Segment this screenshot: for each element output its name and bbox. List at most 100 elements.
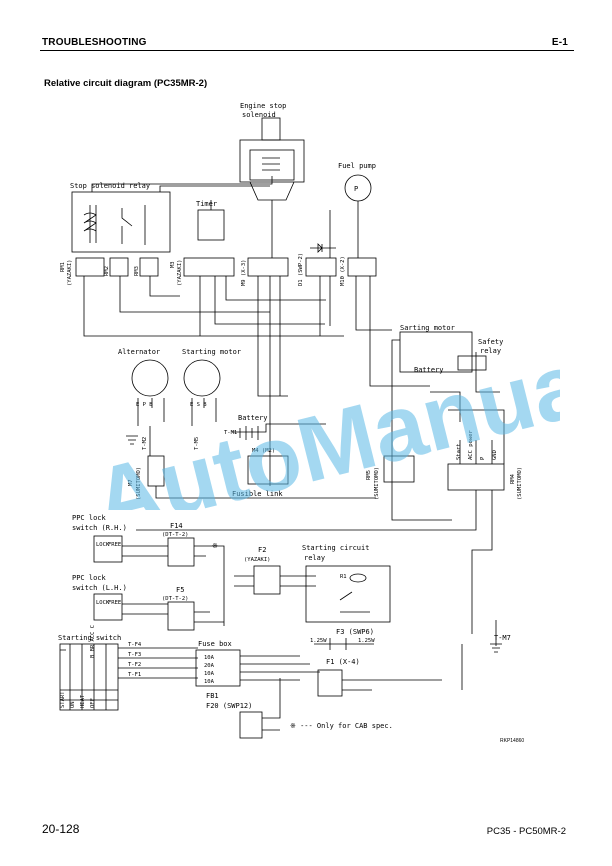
page-code: E-1 [551, 37, 568, 48]
label-stop-relay: Stop solenoid relay [70, 182, 150, 190]
d1-connector [305, 257, 337, 277]
ppc-lock-switch-rh [93, 535, 123, 563]
label-note: ※ --- Only for CAB spec. [290, 722, 393, 730]
label-relay: relay [480, 347, 501, 355]
label-tm1: T-M1 [224, 430, 237, 436]
label-start: Start [456, 443, 462, 460]
label-f1: F1 (X-4) [326, 658, 360, 666]
label-ppc-rh-2: switch (R.H.) [72, 524, 127, 532]
label-m7: M7 [128, 479, 134, 486]
section-title: TROUBLESHOOTING [42, 37, 147, 48]
label-f2: F2 [258, 546, 266, 554]
model-names: PC35 - PC50MR-2 [486, 826, 566, 837]
fusible-link-box [247, 455, 289, 485]
label-starting-motor: Starting motor [182, 348, 241, 356]
alternator-symbol [131, 359, 169, 397]
label-ppc-lh-1: PPC lock [72, 574, 107, 582]
label-lock-lh: LOCK [96, 600, 110, 606]
label-fuse-box: Fuse box [198, 640, 232, 648]
label-tm2: T-M2 [142, 437, 148, 450]
label-f2-type: (YAZAKI) [244, 557, 271, 563]
label-tf4: T-F4 [128, 642, 142, 648]
label-f20: F20 (SWP12) [206, 702, 252, 710]
label-sw-on: ON [70, 701, 76, 708]
label-safety: Safety [478, 338, 503, 346]
label-battery-center: Battery [238, 414, 268, 422]
label-tf3: T-F3 [128, 652, 141, 658]
label-fuse-a: 10A [204, 655, 215, 661]
label-fuel-pump: Fuel pump [338, 162, 376, 170]
label-timer: Timer [196, 200, 217, 208]
page-number: 20-128 [42, 822, 80, 836]
f5-connector [167, 601, 195, 631]
label-rm1: RM1 [60, 262, 66, 272]
rm3-connector [139, 257, 159, 277]
label-free-lh: FREE [108, 600, 121, 606]
label-f3: F3 (SWP6) [336, 628, 374, 636]
stop-solenoid-relay-box [71, 191, 171, 253]
label-fuse-b: 20A [204, 663, 215, 669]
label-epb: E P B [136, 402, 153, 408]
label-fuse-d: 10A [204, 679, 215, 685]
m9-connector [247, 257, 289, 277]
label-fb1: FB1 [206, 692, 219, 700]
label-m4: M4 (M2) [252, 448, 275, 454]
f1-connector [317, 669, 343, 697]
label-alternator: Alternator [118, 348, 160, 356]
label-esb: E S B [190, 402, 207, 408]
starting-switch-body [59, 643, 119, 711]
safety-relay-box [457, 355, 487, 371]
label-d1: D1 (SWP-2) [298, 253, 304, 286]
label-tf1: T-F1 [128, 672, 141, 678]
fuse-box [195, 649, 241, 687]
label-f5: F5 [176, 586, 184, 594]
label-125w-a: 1.25W [310, 638, 327, 644]
label-ppc-rh-1: PPC lock [72, 514, 107, 522]
ppc-lock-switch-lh [93, 593, 123, 621]
label-acc-power: ACC power [468, 430, 474, 460]
label-fuse-c: 10A [204, 671, 215, 677]
label-f14: F14 [170, 522, 183, 530]
starting-circuit-relay [305, 565, 391, 623]
label-m9: M9 (X-3) [241, 260, 247, 287]
label-m10: M10 (X-2) [340, 256, 346, 286]
label-rm2: RM2 [104, 266, 110, 276]
label-m3: M3 [170, 261, 176, 268]
fuel-pump-p: P [354, 185, 358, 193]
diagram-title: Relative circuit diagram (PC35MR-2) [44, 78, 208, 89]
label-start-relay-2: relay [304, 554, 325, 562]
rm2-connector [109, 257, 129, 277]
f14-connector [167, 537, 195, 567]
m10-connector [347, 257, 377, 277]
label-f5-type: (DT-T-2) [162, 596, 189, 602]
label-starting-switch: Starting switch [58, 634, 121, 642]
header-rule [40, 50, 574, 52]
label-f14-type: (DT-T-2) [162, 532, 189, 538]
label-m3-type: (YAZAKI) [177, 260, 183, 287]
label-rm1-type: (YAZAKI) [67, 260, 73, 287]
label-125w-b: 1.25W [358, 638, 375, 644]
f20-connector [239, 711, 263, 739]
label-note-mark: ※ [212, 542, 218, 550]
label-r1: R1 [340, 574, 347, 580]
label-sw-off: OFF [90, 698, 96, 708]
label-sw-cols: B BR ACC C [90, 625, 96, 658]
label-battery-right: Battery [414, 366, 444, 374]
label-engine-stop-solenoid: solenoid [242, 111, 276, 119]
label-rm4: RM4 [510, 473, 516, 484]
label-rm3: RM3 [134, 266, 140, 276]
label-tf2: T-F2 [128, 662, 141, 668]
label-tm5: T-M5 [194, 437, 200, 450]
label-ppc-lh-2: switch (L.H.) [72, 584, 127, 592]
label-sw-heat: HEAT [80, 694, 86, 708]
label-rm5-type: (SUMITOMO) [374, 467, 380, 500]
label-gnd: GND [492, 450, 498, 460]
rm5-connector [383, 455, 415, 483]
m3-connector [183, 257, 235, 277]
label-starting-motor-top: Sarting motor [400, 324, 455, 332]
rm1-connector [75, 257, 105, 277]
timer-box [197, 209, 225, 241]
label-engine-stop: Engine stop [240, 102, 286, 110]
label-free-rh: FREE [108, 542, 121, 548]
